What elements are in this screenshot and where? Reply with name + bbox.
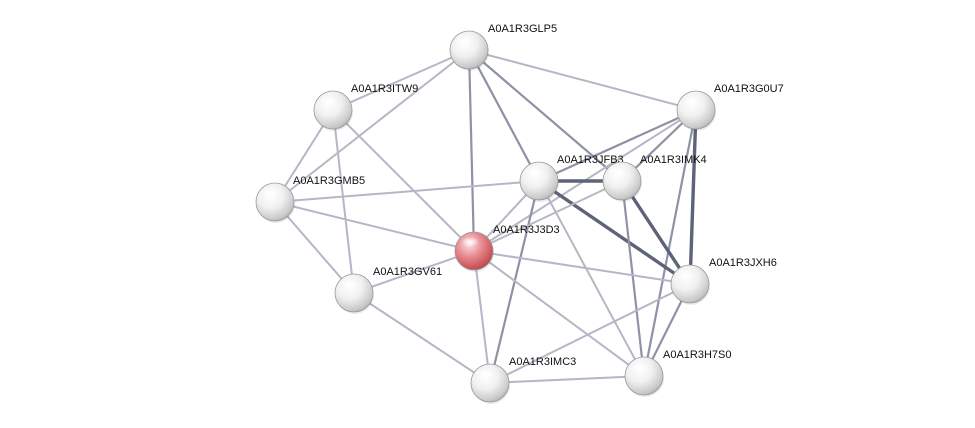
- edge-a0a1r3glp5-a0a1r3j3d3: [467, 48, 476, 253]
- node-label: A0A1R3GLP5: [488, 23, 557, 35]
- node-label: A0A1R3IMK4: [640, 154, 707, 166]
- edge-a0a1r3imk4-a0a1r3jxh6: [620, 179, 692, 286]
- edge-a0a1r3j3d3-a0a1r3imc3: [473, 250, 491, 384]
- node-label: A0A1R3IMC3: [509, 356, 576, 368]
- edge-a0a1r3g0u7-a0a1r3h7s0: [642, 108, 698, 378]
- node-highlight: [262, 188, 280, 198]
- edge-a0a1r3gv61-a0a1r3imc3: [353, 292, 491, 384]
- node-a0a1r3gv61[interactable]: A0A1R3GV61: [334, 266, 442, 314]
- node-label: A0A1R3GMB5: [293, 175, 365, 187]
- node-label: A0A1R3J3D3: [493, 224, 560, 236]
- edge-a0a1r3g0u7-a0a1r3jxh6: [688, 108, 698, 286]
- node-label: A0A1R3JFB3: [557, 154, 624, 166]
- edge-a0a1r3gmb5-a0a1r3gv61: [274, 201, 355, 294]
- node-a0a1r3jfb3[interactable]: A0A1R3JFB3: [519, 154, 624, 202]
- node-a0a1r3g0u7[interactable]: A0A1R3G0U7: [676, 83, 784, 131]
- node-a0a1r3j3d3[interactable]: A0A1R3J3D3: [454, 224, 560, 272]
- node-a0a1r3glp5[interactable]: A0A1R3GLP5: [449, 23, 557, 71]
- node-a0a1r3h7s0[interactable]: A0A1R3H7S0: [624, 349, 732, 397]
- edge-a0a1r3jfb3-a0a1r3jxh6: [537, 179, 692, 286]
- edge-a0a1r3itw9-a0a1r3j3d3: [332, 109, 475, 252]
- node-highlight: [683, 96, 701, 106]
- node-a0a1r3jxh6[interactable]: A0A1R3JXH6: [670, 257, 777, 305]
- edge-a0a1r3imc3-a0a1r3h7s0: [489, 375, 645, 384]
- edge-a0a1r3glp5-a0a1r3jfb3: [467, 48, 541, 183]
- node-highlight: [631, 362, 649, 372]
- edge-a0a1r3j3d3-a0a1r3gv61: [353, 250, 475, 294]
- node-label: A0A1R3G0U7: [714, 83, 784, 95]
- edge-a0a1r3gmb5-a0a1r3jfb3: [274, 180, 540, 203]
- edge-a0a1r3imk4-a0a1r3h7s0: [620, 179, 646, 378]
- node-a0a1r3itw9[interactable]: A0A1R3ITW9: [313, 83, 418, 131]
- node-highlight: [456, 36, 474, 46]
- edge-a0a1r3glp5-a0a1r3itw9: [332, 49, 470, 111]
- edge-a0a1r3glp5-a0a1r3g0u7: [468, 49, 697, 111]
- node-label: A0A1R3ITW9: [351, 83, 418, 95]
- node-label: A0A1R3GV61: [373, 266, 442, 278]
- node-label: A0A1R3JXH6: [709, 257, 777, 269]
- edge-a0a1r3glp5-a0a1r3gmb5: [274, 49, 470, 203]
- node-highlight: [320, 96, 338, 106]
- edge-a0a1r3glp5-a0a1r3imk4: [467, 48, 624, 183]
- edge-a0a1r3j3d3-a0a1r3h7s0: [473, 250, 645, 377]
- edge-a0a1r3imk4-a0a1r3j3d3: [473, 180, 623, 252]
- edge-a0a1r3gmb5-a0a1r3j3d3: [274, 201, 475, 252]
- edge-a0a1r3g0u7-a0a1r3jfb3: [537, 108, 698, 183]
- node-highlight: [341, 279, 359, 289]
- edge-a0a1r3jxh6-a0a1r3imc3: [489, 283, 691, 384]
- node-a0a1r3imc3[interactable]: A0A1R3IMC3: [470, 356, 576, 404]
- node-a0a1r3gmb5[interactable]: A0A1R3GMB5: [255, 175, 365, 223]
- node-a0a1r3imk4[interactable]: A0A1R3IMK4: [602, 154, 707, 202]
- node-highlight: [609, 167, 627, 177]
- edges-layer: [274, 48, 698, 385]
- edge-a0a1r3jfb3-a0a1r3h7s0: [538, 180, 645, 377]
- edge-a0a1r3itw9-a0a1r3gv61: [332, 109, 355, 294]
- node-highlight: [461, 237, 479, 247]
- node-label: A0A1R3H7S0: [663, 349, 732, 361]
- edge-a0a1r3j3d3-a0a1r3jxh6: [473, 250, 691, 285]
- node-highlight: [477, 369, 495, 379]
- node-highlight: [677, 270, 695, 280]
- node-highlight: [526, 167, 544, 177]
